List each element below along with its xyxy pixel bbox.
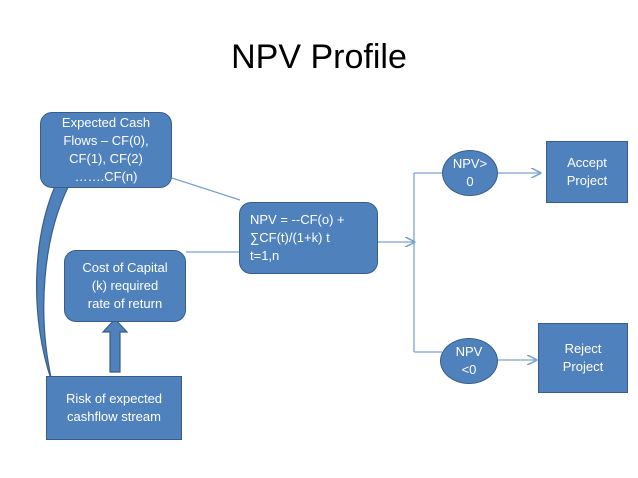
accept-project-label: Accept Project — [566, 155, 608, 188]
reject-project-label: Reject Project — [562, 341, 604, 374]
npv-negative-node: NPV <0 — [440, 338, 498, 384]
reject-project-box: Reject Project — [538, 323, 628, 393]
accept-project-box: Accept Project — [546, 141, 628, 203]
npv-formula-label: NPV = --CF(o) + ∑CF(t)/(1+k) t t=1,n — [250, 212, 345, 263]
npv-positive-node: NPV> 0 — [442, 150, 498, 196]
slide-title: NPV Profile — [231, 38, 407, 76]
risk-label: Risk of expected cashflow stream — [65, 391, 163, 424]
cost-of-capital-box: Cost of Capital (k) required rate of ret… — [64, 250, 186, 322]
cash-flows-label: Expected Cash Flows – CF(0), CF(1), CF(2… — [61, 115, 151, 184]
npv-negative-label: NPV <0 — [455, 344, 483, 377]
cost-of-capital-label: Cost of Capital (k) required rate of ret… — [82, 260, 168, 311]
up-arrow-icon — [101, 318, 129, 373]
npv-positive-label: NPV> 0 — [452, 156, 488, 189]
npv-formula-box: NPV = --CF(o) + ∑CF(t)/(1+k) t t=1,n — [239, 202, 378, 274]
risk-box: Risk of expected cashflow stream — [46, 376, 182, 440]
connector-cashflow-to-npv — [171, 177, 241, 201]
cash-flows-box: Expected Cash Flows – CF(0), CF(1), CF(2… — [40, 112, 172, 188]
